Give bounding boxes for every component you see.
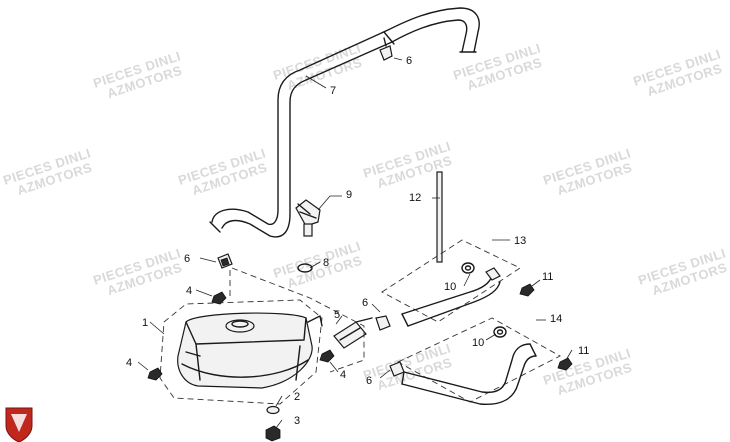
fitting-part-5: [333, 317, 373, 349]
callout-4-right: 4: [340, 369, 346, 381]
callout-11-top: 11: [542, 271, 553, 283]
callout-8: 8: [323, 257, 329, 269]
tank-assembly-guide-1: [231, 267, 365, 373]
bolt-part-11-top: [519, 283, 535, 297]
callout-11-bottom: 11: [578, 345, 589, 357]
callout-1: 1: [142, 317, 148, 329]
group-outline-part-14: [397, 317, 561, 403]
hose-part-13: [401, 267, 501, 327]
callout-5: 5: [334, 309, 340, 321]
bolt-part-4-top: [211, 291, 227, 305]
rod-part-12: [436, 171, 443, 263]
callout-3: 3: [294, 415, 300, 427]
hose-clamp-part-6-left: [217, 253, 233, 269]
group-outline-part-13: [381, 239, 521, 323]
washer-part-10-bottom: [493, 326, 507, 338]
callout-4-left: 4: [126, 357, 132, 369]
fuel-valve-part-9: [295, 199, 321, 237]
nut-part-3: [265, 425, 281, 442]
callout-14: 14: [550, 313, 562, 325]
washer-part-10-top: [461, 262, 475, 274]
callout-4-top: 4: [186, 285, 192, 297]
callout-12: 12: [409, 192, 421, 204]
tank-outline: [159, 299, 323, 405]
hose-clamp-part-6-top: [379, 37, 393, 61]
hose-part-14: [401, 343, 537, 405]
callout-2: 2: [294, 391, 300, 403]
brand-shield-logo: [5, 407, 33, 442]
callout-labels: 6 7 9 8 12 13 11 10 6 5 6 4 1 4 4 6 2 3 …: [126, 55, 589, 427]
callout-6-lower: 6: [366, 375, 372, 387]
bolt-part-4-left: [147, 367, 163, 381]
callout-10-top: 10: [444, 281, 456, 293]
callout-9: 9: [346, 189, 352, 201]
callout-6-top: 6: [406, 55, 412, 67]
callout-6-middle: 6: [362, 297, 368, 309]
callout-13: 13: [514, 235, 526, 247]
breather-tube-part-7: [209, 7, 480, 238]
bolt-part-4-right: [319, 349, 335, 363]
hose-clamp-part-6-lower: [389, 361, 405, 377]
hose-clamp-part-6-middle: [375, 315, 391, 331]
callout-10-bottom: 10: [472, 337, 484, 349]
callout-6-left: 6: [184, 253, 190, 265]
o-ring-part-8: [297, 263, 313, 273]
watermark-layer: PIECES DINLI AZMOTORS PIECES DINLI AZMOT…: [1, 40, 729, 398]
washer-part-2: [266, 405, 280, 415]
callout-7: 7: [330, 85, 336, 97]
fuel-tank-part-1: [177, 312, 323, 389]
leader-lines: [137, 57, 573, 429]
